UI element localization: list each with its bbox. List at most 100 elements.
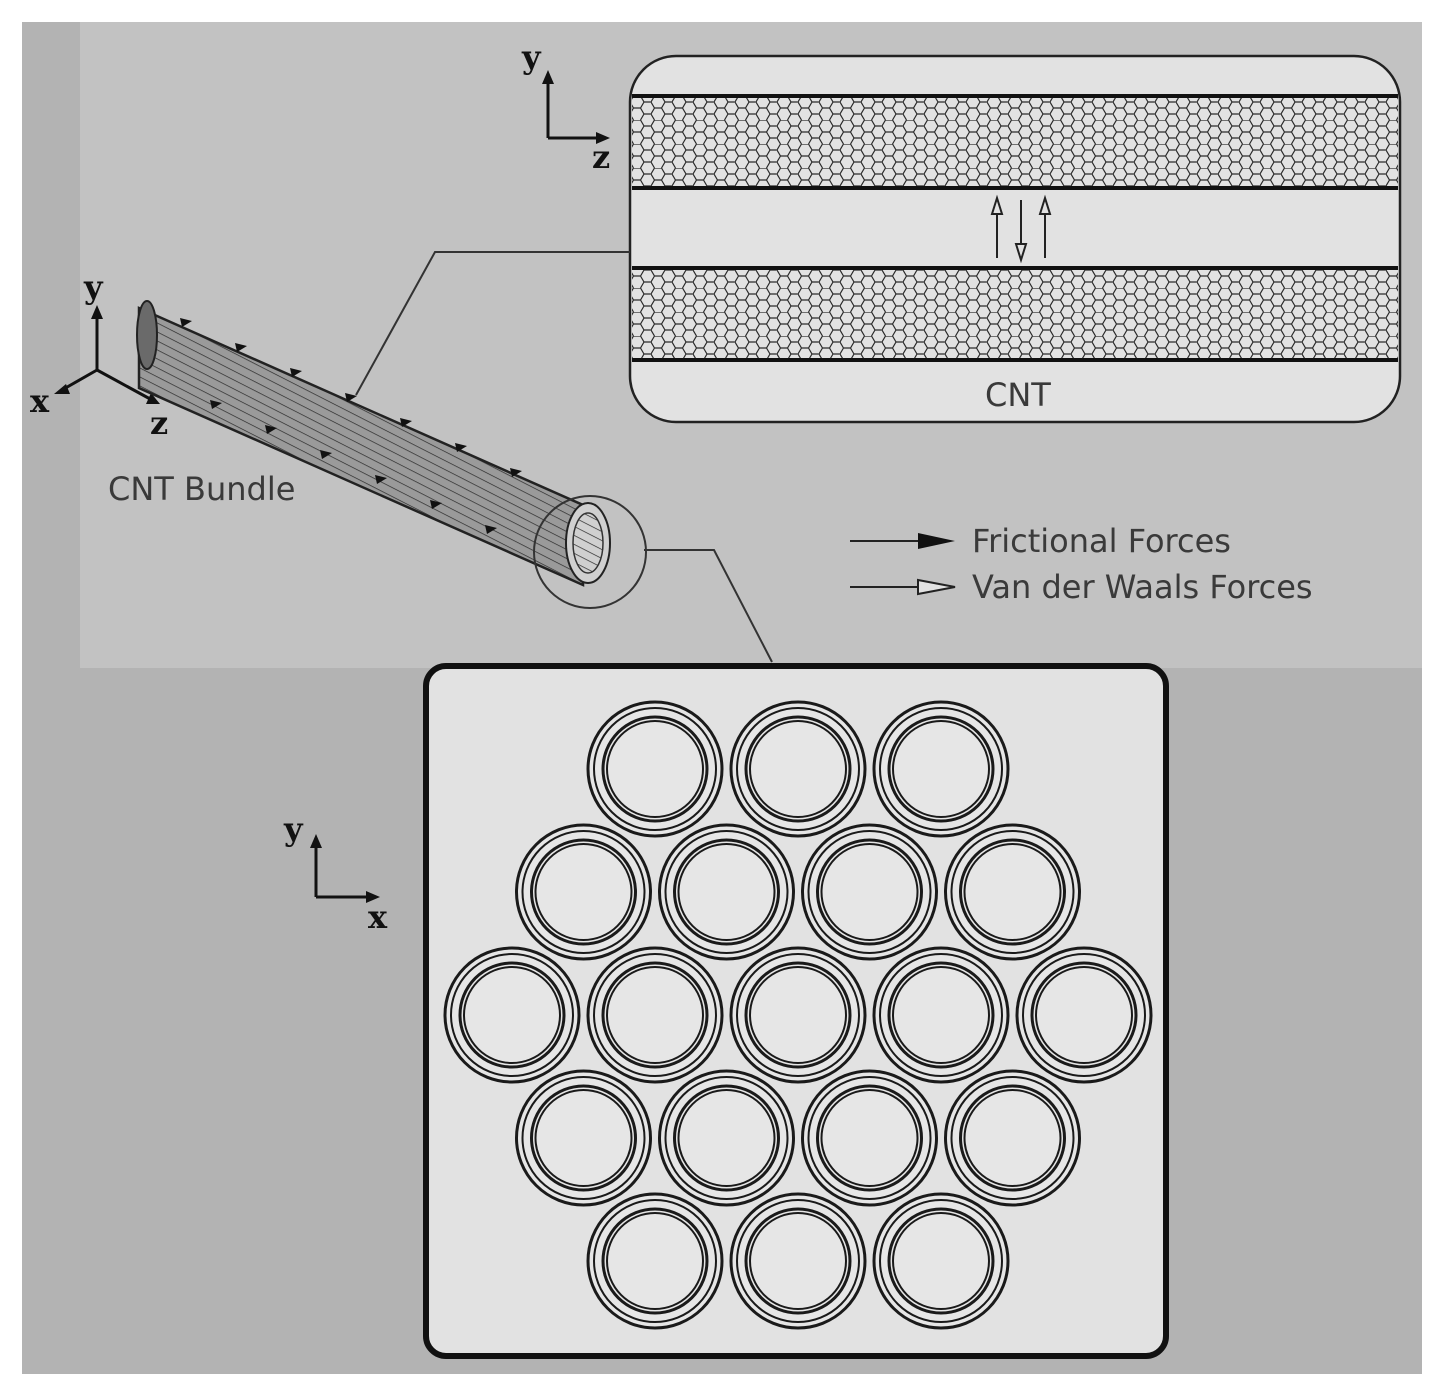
tube-inner-wall xyxy=(601,715,709,823)
cnt-tube xyxy=(443,946,581,1084)
tube-outer-wall xyxy=(586,946,724,1084)
tube-outer-wall xyxy=(872,1192,1010,1330)
tube-outer-wall xyxy=(879,707,1003,831)
tube-outer-wall xyxy=(593,1199,717,1323)
bundle-axis-z-label: z xyxy=(150,404,168,442)
cnt-tube xyxy=(872,1192,1010,1330)
tube-inner-wall xyxy=(673,1084,780,1192)
bundle-axis-y-label: y xyxy=(83,268,104,306)
cnt-tube-lower xyxy=(632,268,1398,360)
tube-inner-wall xyxy=(887,1207,995,1315)
cnt-tube xyxy=(872,700,1010,838)
tube-inner-wall xyxy=(887,961,995,1069)
tube-outer-wall xyxy=(736,707,860,831)
top-axis-z-label: z xyxy=(592,138,610,176)
tube-inner-wall xyxy=(606,720,704,818)
tube-inner-wall xyxy=(820,843,919,941)
tube-inner-wall xyxy=(749,720,847,818)
cnt-bundle-rod xyxy=(136,300,611,587)
tube-outer-wall xyxy=(664,1076,789,1200)
van-der-waals-arrows xyxy=(990,194,1052,264)
tube-outer-wall xyxy=(879,953,1003,1077)
tube-outer-wall xyxy=(807,830,932,954)
tube-inner-wall xyxy=(601,1207,709,1315)
tube-inner-wall xyxy=(1030,961,1138,1069)
tube-inner-wall xyxy=(892,1212,990,1310)
cnt-tube xyxy=(586,700,724,838)
tube-outer-wall xyxy=(729,1192,867,1330)
tube-outer-wall xyxy=(801,823,938,961)
tube-outer-wall xyxy=(521,1076,646,1200)
tube-inner-wall xyxy=(892,720,990,818)
cnt-tube xyxy=(658,1069,795,1207)
cnt-tube xyxy=(872,946,1010,1084)
hollow-arrow-icon xyxy=(850,578,956,596)
tube-inner-wall xyxy=(530,838,637,946)
tube-inner-wall xyxy=(744,715,852,823)
cnt-tube xyxy=(801,1069,938,1207)
tube-inner-wall xyxy=(820,1089,919,1187)
cnt-tube xyxy=(515,1069,652,1207)
tube-outer-wall xyxy=(736,953,860,1077)
tube-inner-wall xyxy=(601,961,709,1069)
tube-outer-wall xyxy=(729,946,867,1084)
tube-inner-wall xyxy=(963,1089,1062,1187)
cross-section-axis-x-label: x xyxy=(368,898,388,936)
cnt-bundle-label: CNT Bundle xyxy=(108,470,295,508)
legend: Frictional Forces Van der Waals Forces xyxy=(850,522,1313,606)
tube-inner-wall xyxy=(744,1207,852,1315)
tube-outer-wall xyxy=(443,946,581,1084)
tube-inner-wall xyxy=(963,843,1062,941)
cnt-tube xyxy=(586,946,724,1084)
tube-outer-wall xyxy=(658,823,795,961)
tube-inner-wall xyxy=(959,1084,1066,1192)
tube-outer-wall xyxy=(450,953,574,1077)
leader-line-inset xyxy=(355,251,630,396)
frictional-arrows-on-rod xyxy=(180,318,522,534)
tube-inner-wall xyxy=(606,966,704,1064)
top-axis-y-label: y xyxy=(521,38,542,76)
tube-inner-wall xyxy=(816,1084,923,1192)
tube-outer-wall xyxy=(736,1199,860,1323)
tube-outer-wall xyxy=(950,830,1075,954)
cnt-label: CNT xyxy=(985,376,1051,414)
tube-outer-wall xyxy=(729,700,867,838)
tube-outer-wall xyxy=(807,1076,932,1200)
tube-outer-wall xyxy=(872,946,1010,1084)
cross-section-tube-grid xyxy=(443,700,1153,1330)
tube-outer-wall xyxy=(1022,953,1146,1077)
cross-section-axis-y-label: y xyxy=(283,810,304,848)
tube-outer-wall xyxy=(586,1192,724,1330)
cnt-tube xyxy=(944,823,1081,961)
tube-inner-wall xyxy=(749,966,847,1064)
tube-outer-wall xyxy=(593,953,717,1077)
tube-outer-wall xyxy=(593,707,717,831)
tube-outer-wall xyxy=(801,1069,938,1207)
tube-inner-wall xyxy=(892,966,990,1064)
tube-inner-wall xyxy=(463,966,561,1064)
tube-outer-wall xyxy=(950,1076,1075,1200)
tube-inner-wall xyxy=(677,843,776,941)
leader-line-cross-section xyxy=(644,549,773,663)
cnt-tube xyxy=(586,1192,724,1330)
cnt-tube xyxy=(801,823,938,961)
tube-outer-wall xyxy=(521,830,646,954)
cnt-tube xyxy=(658,823,795,961)
cross-section-axis-triad xyxy=(310,834,380,903)
top-axis-triad xyxy=(542,70,610,144)
tube-outer-wall xyxy=(515,823,652,961)
cnt-inset: CNT xyxy=(628,54,1402,424)
tube-outer-wall xyxy=(664,830,789,954)
tube-outer-wall xyxy=(944,1069,1081,1207)
bundle-axis-triad xyxy=(54,305,160,404)
tube-inner-wall xyxy=(458,961,566,1069)
tube-outer-wall xyxy=(515,1069,652,1207)
legend-van-der-waals-text: Van der Waals Forces xyxy=(972,568,1313,606)
tube-inner-wall xyxy=(887,715,995,823)
tube-outer-wall xyxy=(658,1069,795,1207)
tube-inner-wall xyxy=(749,1212,847,1310)
cnt-tube-upper xyxy=(632,96,1398,188)
bundle-axis-x-label: x xyxy=(30,382,50,420)
tube-inner-wall xyxy=(959,838,1066,946)
